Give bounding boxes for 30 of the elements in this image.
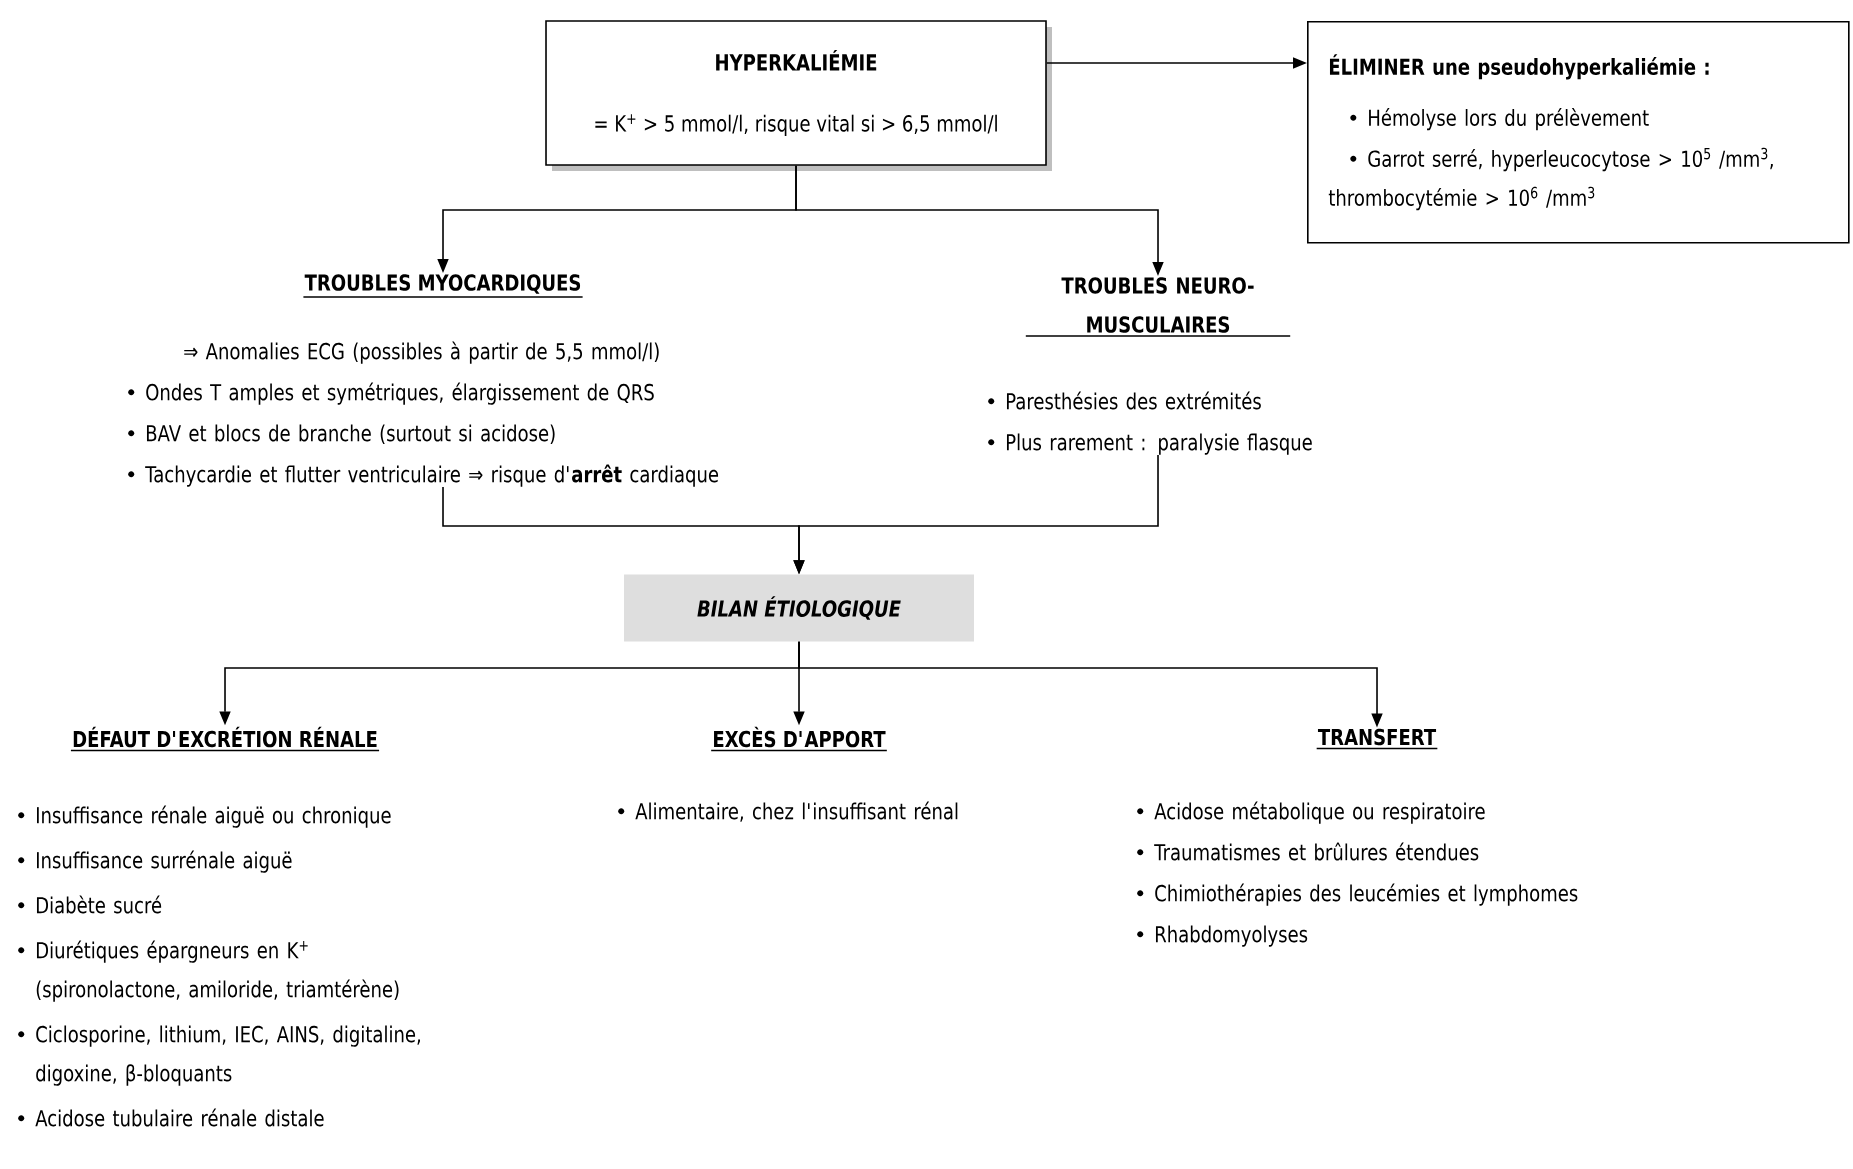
list-item: Hémolyse lors du prélèvement <box>1350 108 1649 131</box>
label-box: BILAN ÉTIOLOGIQUE <box>624 574 974 642</box>
list-item: Ondes T amples et symétriques, élargissement de QRS <box>128 382 654 405</box>
heading: TROUBLES MYOCARDIQUES <box>302 274 584 298</box>
heading: TRANSFERT <box>1315 728 1439 750</box>
list-item: Garrot serré, hyperleucocytose > 10$^{5}$ /mm$^{3}$, thrombocytémie > 10$^{6}$ /mm$^{3}$ <box>1328 147 1773 211</box>
heading: TROUBLES NEURO-MUSCULAIRES <box>1025 277 1291 337</box>
list-item: Ciclosporine, lithium, IEC, AINS, digitaline, digoxine, β-bloquants <box>18 1025 420 1086</box>
heading: DÉFAUT D'EXCRÉTION RÉNALE <box>70 726 380 752</box>
list-item: Acidose métabolique ou respiratoire <box>1137 801 1485 824</box>
list-item: Acidose tubulaire rénale distale <box>18 1108 324 1127</box>
heading: ÉLIMINER une pseudohyperkaliémie : <box>1329 54 1709 80</box>
list-item: Diabète sucré <box>18 895 162 914</box>
list-item: ⇒ Anomalies ECG (possibles à partir de 5,5 mmol/l) <box>184 341 659 364</box>
title-box <box>545 20 1052 171</box>
note-box <box>1307 21 1850 244</box>
list-item: BAV et blocs de branche (surtout si acidose) <box>128 424 555 445</box>
heading: EXCÈS D'APPORT <box>710 726 888 752</box>
subtitle: = K$^{+}$ > 5 mmol/l, risque vital si > 6,5 mmol/l <box>595 114 997 136</box>
title: HYPERKALIÉMIE <box>716 50 877 71</box>
list-item: Tachycardie et flutter ventriculaire ⇒ risque d'arrêt cardiaque <box>128 464 719 487</box>
list-item: Insuffisance rénale aiguë ou chronique <box>18 805 391 828</box>
list-item: Rhabdomyolyses <box>1137 925 1308 947</box>
list-item: Diurétiques épargneurs en K$^{+}$ (spironolactone, amiloride, triamtérène) <box>18 940 399 1002</box>
list-item: Traumatismes et brûlures étendues <box>1137 842 1479 861</box>
list-item: Plus rarement : paralysie flasque <box>988 433 1312 455</box>
list-item: Alimentaire, chez l'insuffisant rénal <box>618 801 958 822</box>
list-item: Paresthésies des extrémités <box>988 391 1261 410</box>
list-item: Chimiothérapies des leucémies et lymphomes <box>1137 883 1578 906</box>
list-item: Insuffisance surrénale aiguë <box>18 850 292 873</box>
